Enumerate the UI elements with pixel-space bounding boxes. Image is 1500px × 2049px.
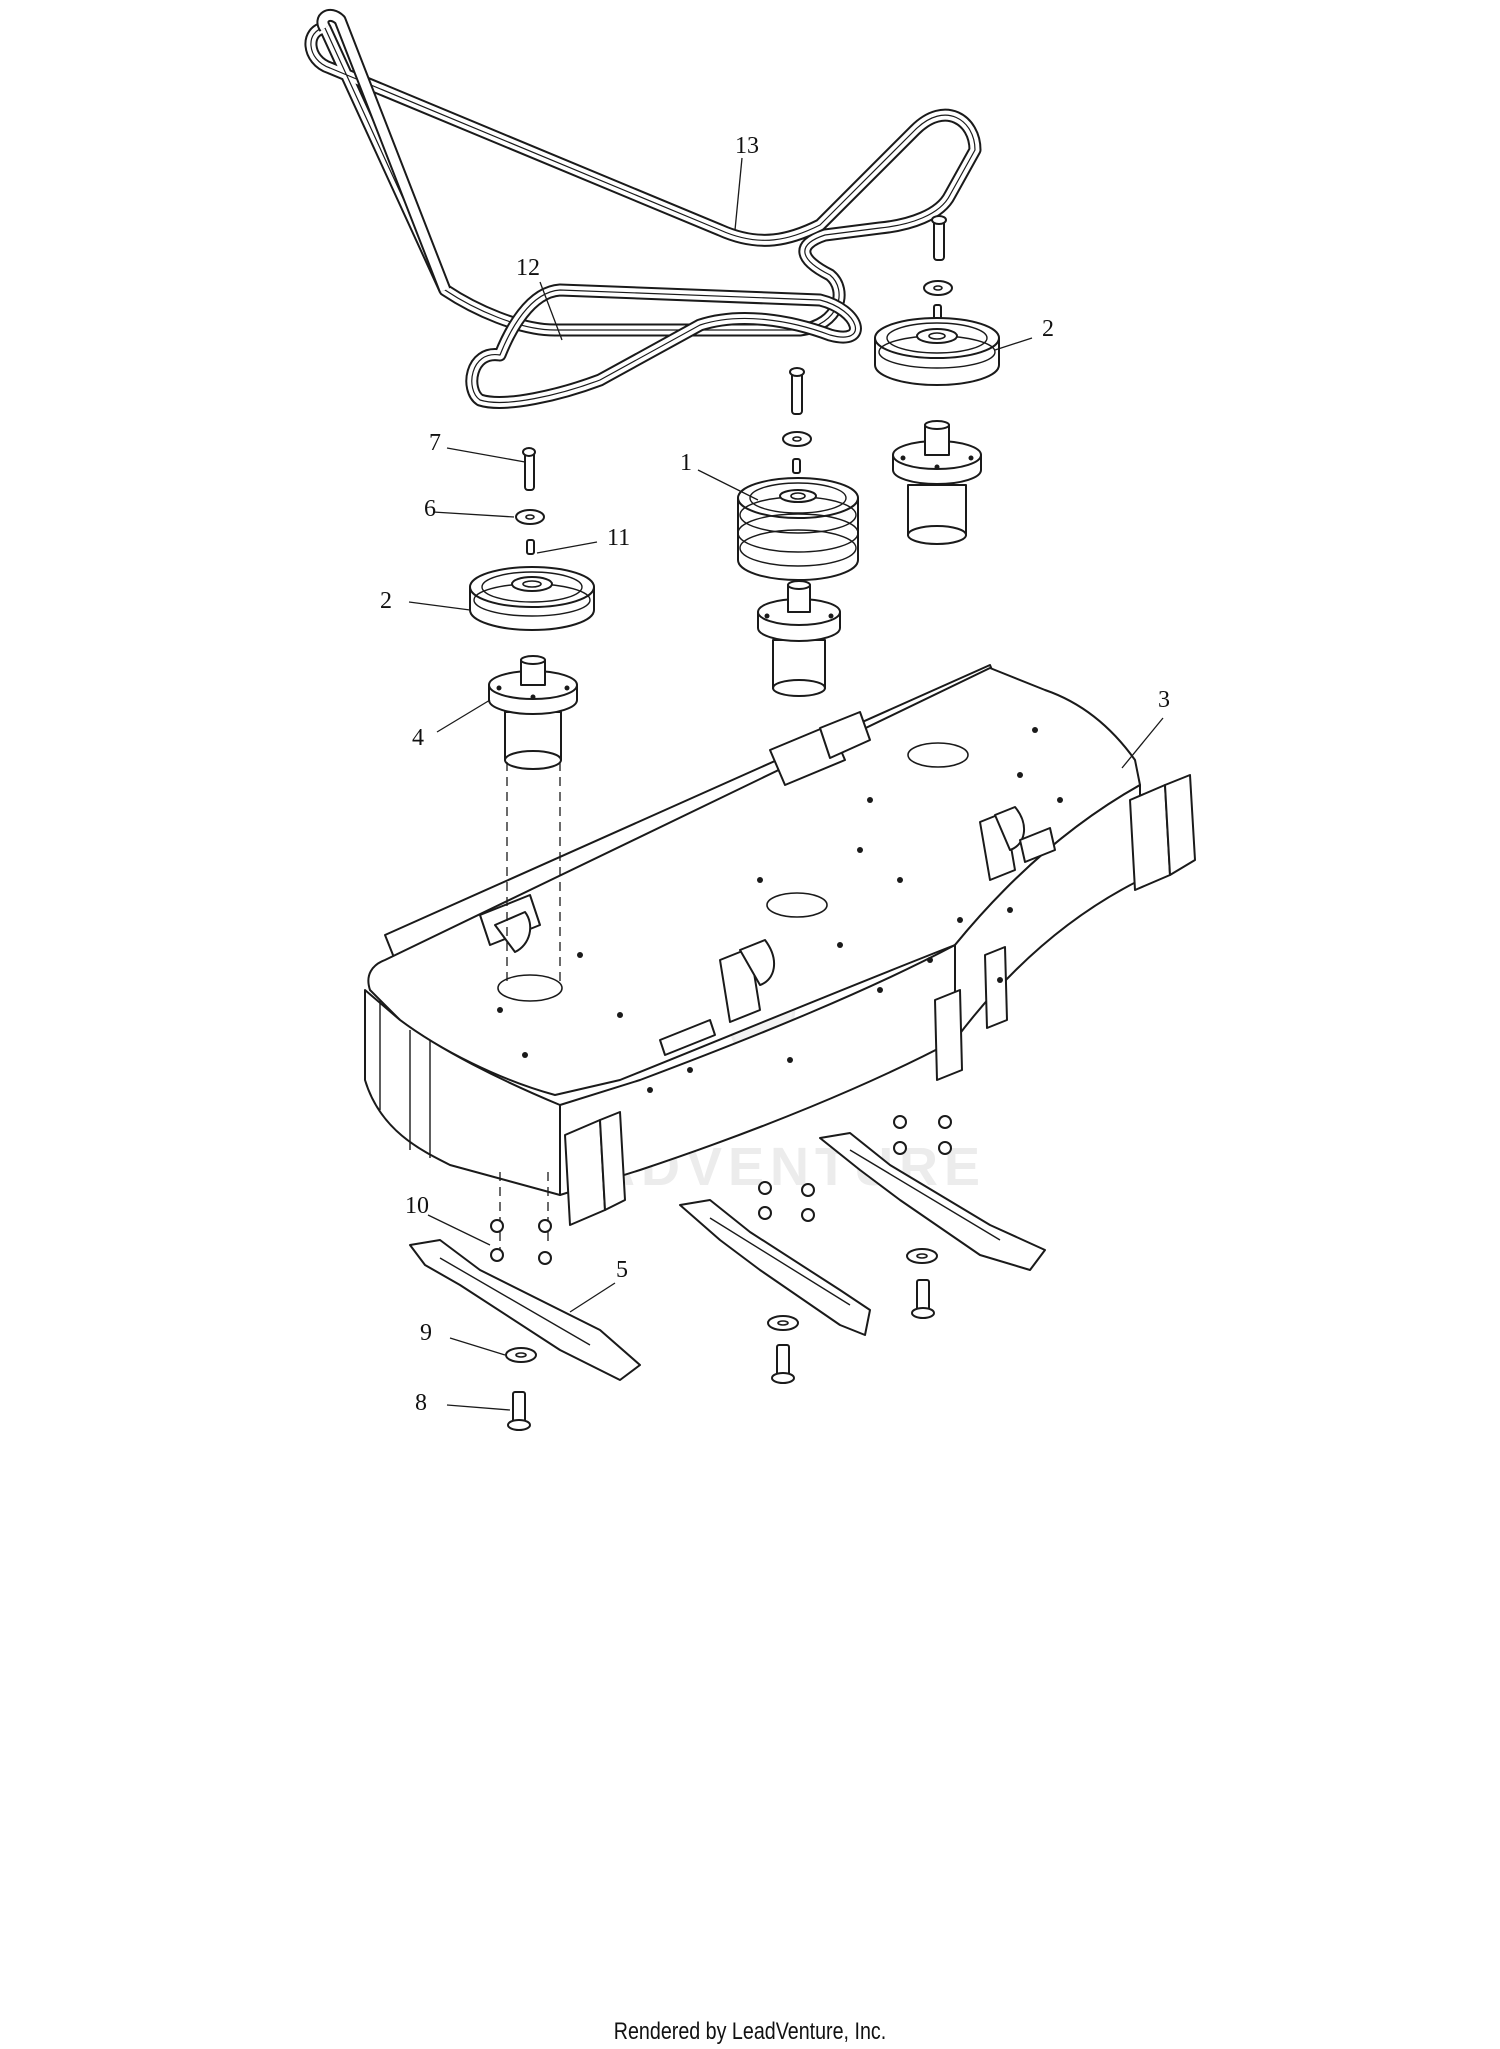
callout-12: 12 <box>516 255 540 281</box>
callout-7: 7 <box>429 430 441 456</box>
spindle-right[interactable] <box>892 420 982 545</box>
callout-1: 1 <box>680 450 692 476</box>
callout-11: 11 <box>607 525 630 551</box>
deck-bolt-holes <box>497 727 1063 1093</box>
callout-9: 9 <box>420 1320 432 1346</box>
alignment-lines <box>499 762 561 1250</box>
spindle-hole-right <box>907 742 969 768</box>
pulley-left[interactable] <box>469 566 595 631</box>
blade-bolts[interactable] <box>505 1248 938 1431</box>
blade-right[interactable] <box>819 1132 1046 1271</box>
spindle-center[interactable] <box>757 580 841 697</box>
pulley-double-1[interactable] <box>737 477 859 581</box>
callout-8: 8 <box>415 1390 427 1416</box>
callout-4: 4 <box>412 725 424 751</box>
callout-2-right: 2 <box>1042 316 1054 342</box>
callout-5: 5 <box>616 1257 628 1283</box>
spindle-4[interactable] <box>488 655 578 770</box>
bolt-7[interactable] <box>524 451 535 491</box>
callout-2-left: 2 <box>380 588 392 614</box>
right-spindle-assembly[interactable] <box>874 215 1000 545</box>
callout-10: 10 <box>405 1193 429 1219</box>
callout-3: 3 <box>1158 687 1170 713</box>
center-spindle-assembly[interactable] <box>737 367 859 697</box>
callout-13: 13 <box>735 133 759 159</box>
callouts: 13 12 2 1 7 6 11 2 3 4 10 5 9 8 <box>380 133 1170 1416</box>
blade-center[interactable] <box>679 1199 871 1336</box>
spindle-hole-left <box>497 974 563 1002</box>
footer-credit: Rendered by LeadVenture, Inc. <box>613 2018 887 2045</box>
belt-12[interactable] <box>465 283 862 409</box>
pulley-right[interactable] <box>874 317 1000 386</box>
leader-lines <box>408 157 1164 1411</box>
blade-nuts[interactable] <box>490 1115 952 1265</box>
left-spindle-assembly[interactable] <box>469 447 595 770</box>
key-11[interactable] <box>526 539 535 555</box>
blade-left-5[interactable] <box>409 1239 641 1381</box>
spindle-hole-center <box>766 892 828 918</box>
callout-6: 6 <box>424 496 436 522</box>
belt-13[interactable] <box>304 9 982 337</box>
mower-deck-3[interactable] <box>364 664 1196 1226</box>
